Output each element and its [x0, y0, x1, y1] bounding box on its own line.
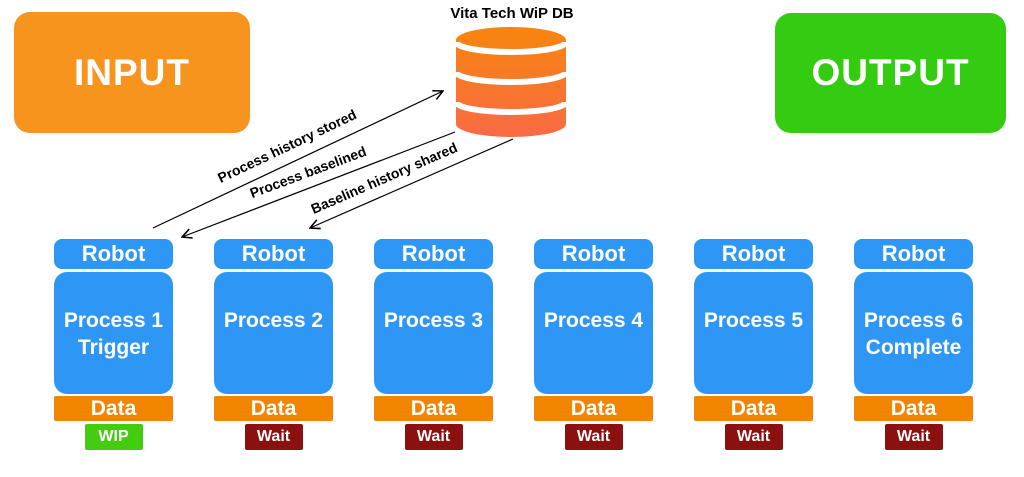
robot-column-5: Robot Process 5 Data Wait: [694, 239, 813, 450]
status-badge: Wait: [404, 424, 463, 450]
database-icon: [456, 27, 566, 137]
output-box: OUTPUT: [775, 13, 1006, 133]
status-badge: Wait: [884, 424, 943, 450]
robot-columns: Robot Process 1 Trigger Data WIP Robot P…: [54, 239, 973, 450]
process-box: Process 6 Complete: [854, 272, 973, 394]
robot-column-6: Robot Process 6 Complete Data Wait: [854, 239, 973, 450]
process-box: Process 5: [694, 272, 813, 394]
robot-column-3: Robot Process 3 Data Wait: [374, 239, 493, 450]
status-badge: WIP: [84, 424, 143, 450]
arrow-label-history-shared: Baseline history shared: [308, 139, 460, 217]
process-box: Process 2: [214, 272, 333, 394]
robot-header: Robot: [694, 239, 813, 269]
robot-header: Robot: [374, 239, 493, 269]
data-box: Data: [534, 396, 653, 421]
data-box: Data: [54, 396, 173, 421]
data-box: Data: [694, 396, 813, 421]
robot-column-4: Robot Process 4 Data Wait: [534, 239, 653, 450]
process-box: Process 3: [374, 272, 493, 394]
data-box: Data: [374, 396, 493, 421]
status-badge: Wait: [724, 424, 783, 450]
status-badge: Wait: [564, 424, 623, 450]
process-box: Process 1 Trigger: [54, 272, 173, 394]
output-label: OUTPUT: [811, 52, 970, 93]
robot-column-2: Robot Process 2 Data Wait: [214, 239, 333, 450]
robot-header: Robot: [214, 239, 333, 269]
robot-column-1: Robot Process 1 Trigger Data WIP: [54, 239, 173, 450]
robot-header: Robot: [534, 239, 653, 269]
robot-header: Robot: [54, 239, 173, 269]
process-box: Process 4: [534, 272, 653, 394]
database-label: Vita Tech WiP DB: [450, 5, 574, 22]
robot-header: Robot: [854, 239, 973, 269]
input-label: INPUT: [74, 51, 190, 93]
input-box: INPUT: [14, 12, 250, 133]
data-box: Data: [214, 396, 333, 421]
data-box: Data: [854, 396, 973, 421]
status-badge: Wait: [244, 424, 303, 450]
